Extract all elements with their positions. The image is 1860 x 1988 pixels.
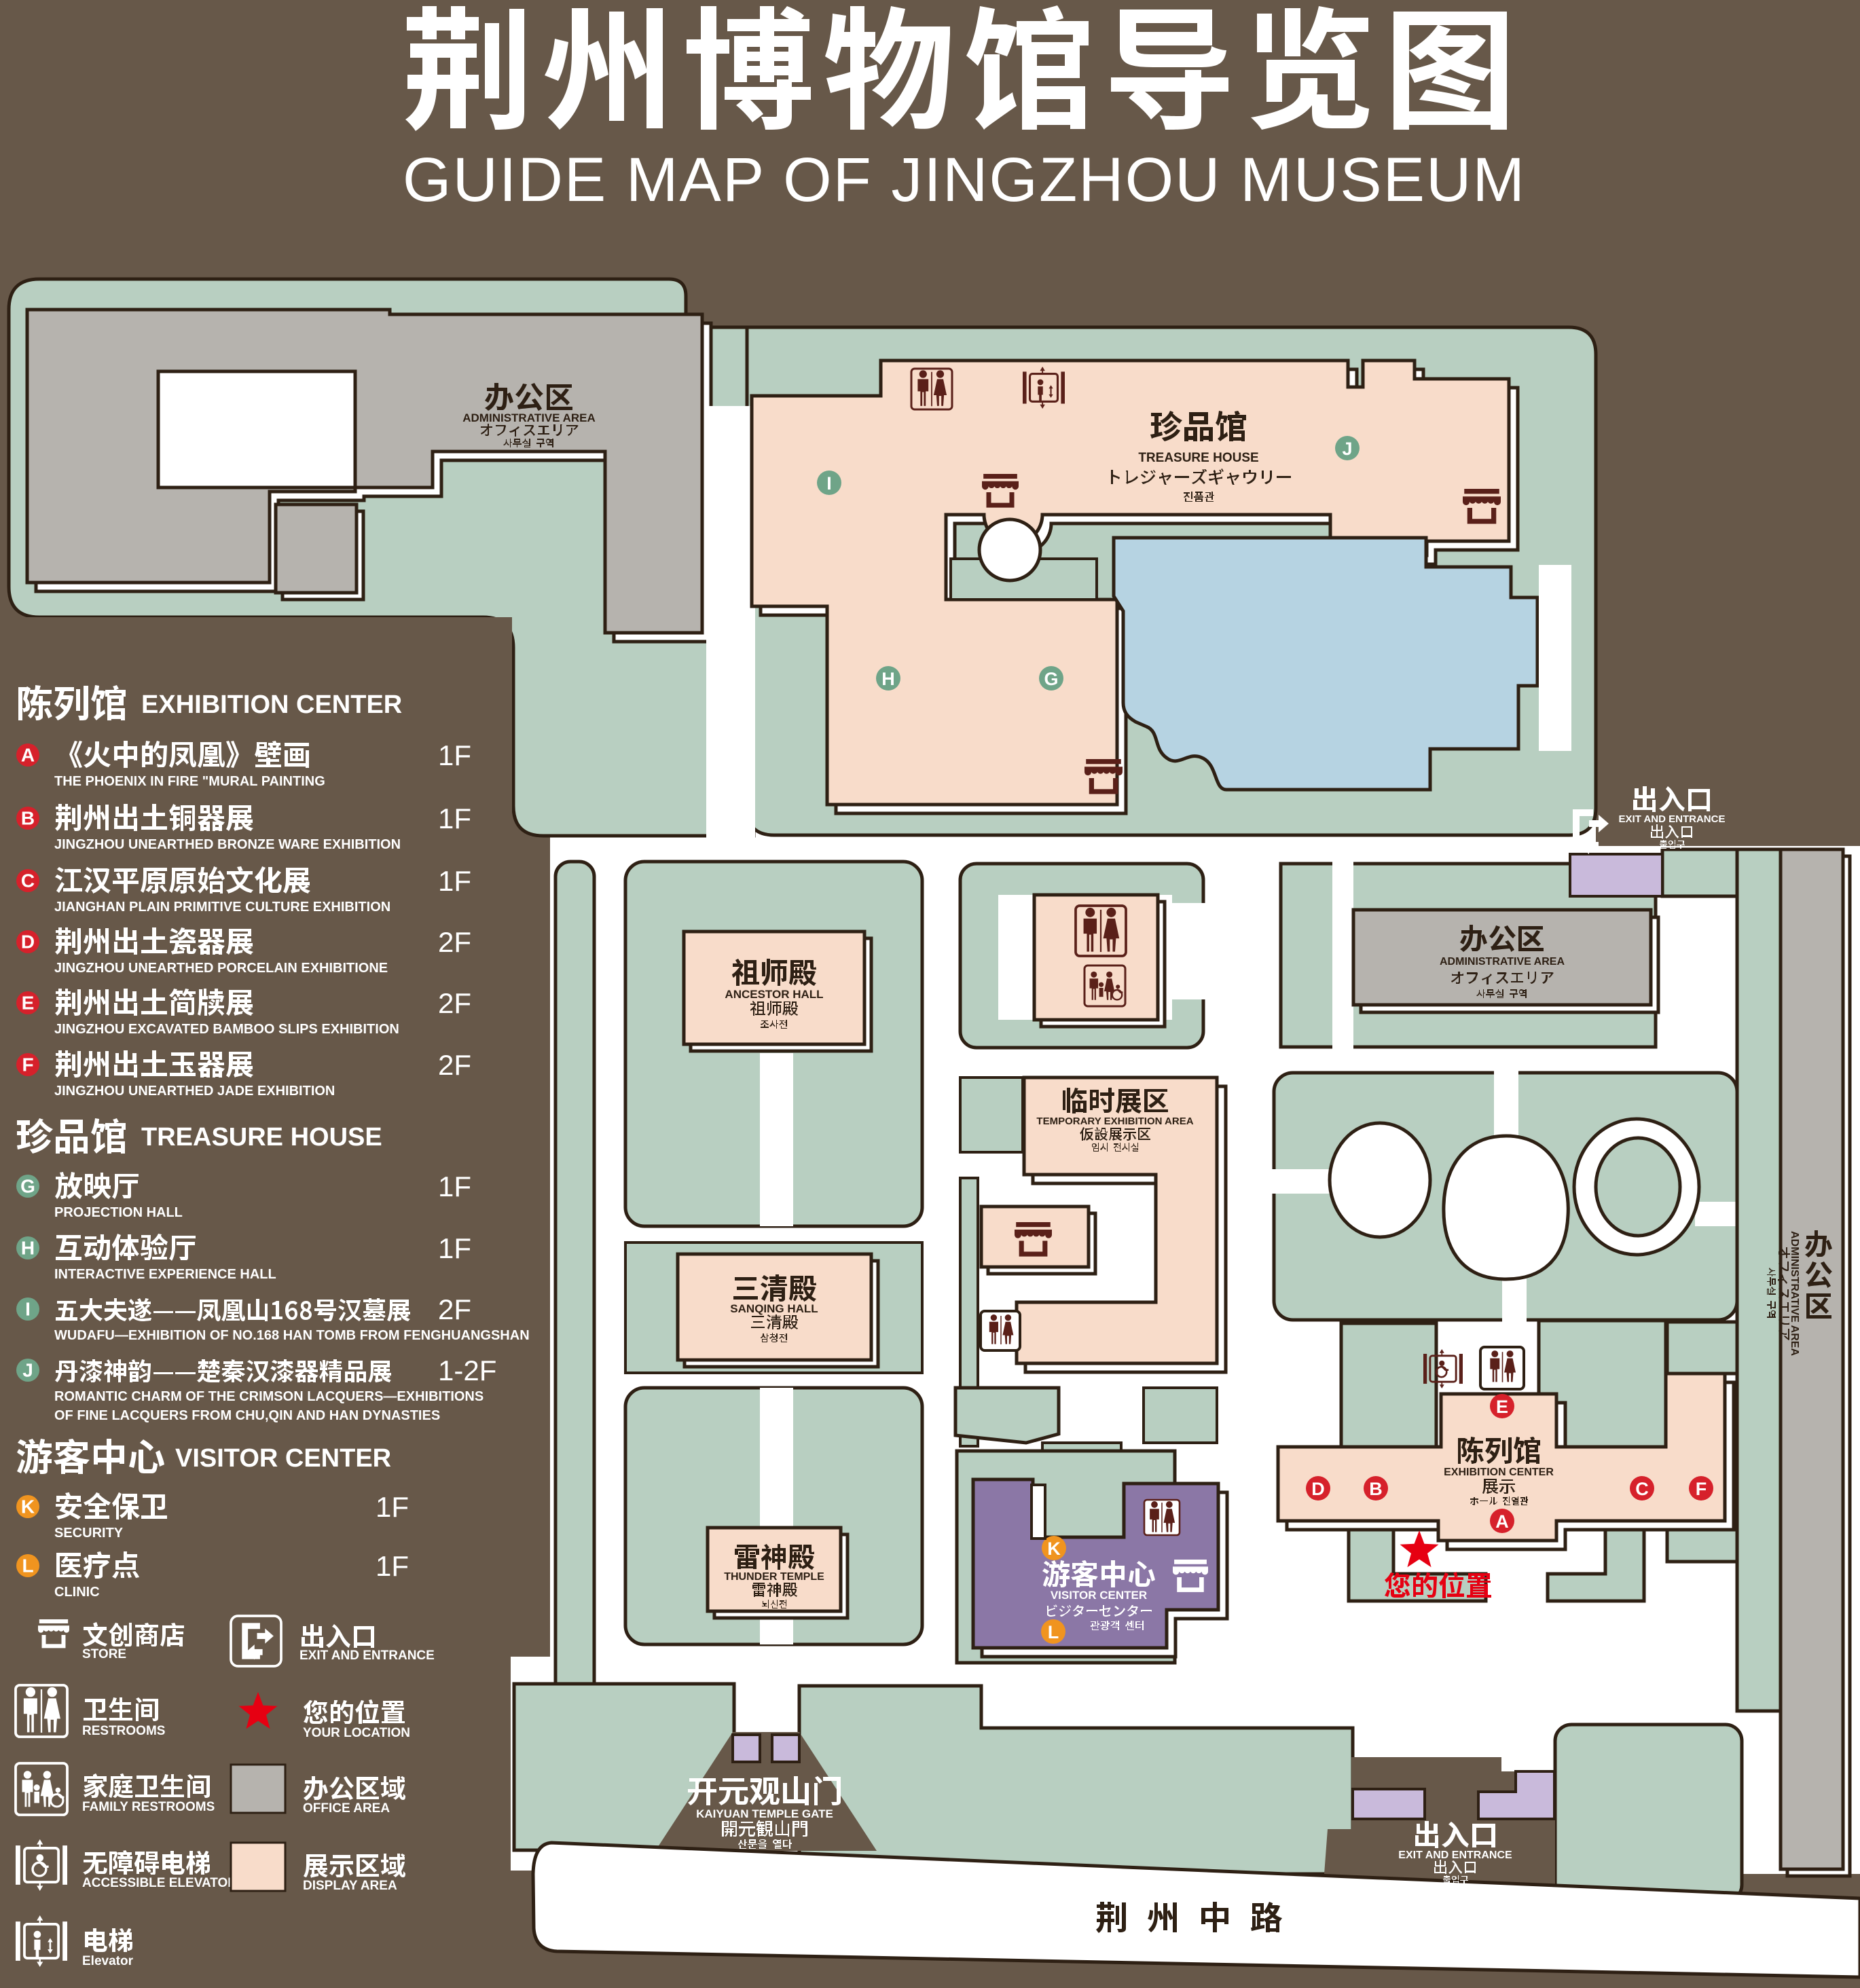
svg-text:1-2F: 1-2F [438,1355,496,1386]
svg-text:TREASURE HOUSE: TREASURE HOUSE [141,1123,382,1152]
svg-text:WUDAFU—EXHIBITION OF NO.168 HA: WUDAFU—EXHIBITION OF NO.168 HAN TOMB FRO… [54,1328,530,1343]
svg-text:KAIYUAN TEMPLE GATE: KAIYUAN TEMPLE GATE [696,1807,833,1820]
svg-text:SANQING HALL: SANQING HALL [730,1302,818,1315]
svg-text:C: C [1635,1479,1649,1499]
svg-text:I: I [826,473,832,494]
svg-text:1F: 1F [438,1171,471,1202]
svg-text:EXIT AND ENTRANCE: EXIT AND ENTRANCE [1398,1849,1512,1861]
svg-text:J: J [1342,439,1352,459]
svg-text:E: E [22,992,35,1013]
svg-text:ADMINISTRATIVE AREA: ADMINISTRATIVE AREA [1440,956,1565,968]
svg-text:B: B [21,807,35,828]
svg-text:H: H [21,1237,35,1258]
svg-text:F: F [22,1054,33,1075]
svg-text:JINGZHOU UNEARTHED JADE EXHIBI: JINGZHOU UNEARTHED JADE EXHIBITION [54,1084,335,1099]
svg-text:2F: 2F [438,987,471,1019]
svg-text:Elevator: Elevator [82,1954,134,1968]
svg-text:ROMANTIC CHARM OF THE CRIMSON: ROMANTIC CHARM OF THE CRIMSON LACQUERS—E… [54,1389,484,1404]
svg-text:E: E [1496,1397,1508,1417]
svg-text:K: K [21,1496,35,1517]
svg-text:OFFICE AREA: OFFICE AREA [303,1801,390,1816]
svg-text:ANCESTOR HALL: ANCESTOR HALL [725,988,823,1001]
svg-text:SECURITY: SECURITY [54,1526,124,1541]
svg-text:CLINIC: CLINIC [54,1585,100,1600]
svg-text:2F: 2F [438,1293,471,1325]
svg-text:FAMILY RESTROOMS: FAMILY RESTROOMS [82,1800,215,1814]
svg-text:G: G [20,1175,35,1196]
svg-text:A: A [21,744,35,765]
svg-text:YOUR LOCATION: YOUR LOCATION [303,1726,410,1740]
svg-text:EXIT AND ENTRANCE: EXIT AND ENTRANCE [1619,813,1726,825]
svg-text:I: I [25,1298,31,1319]
svg-text:B: B [1369,1479,1383,1499]
svg-text:INTERACTIVE EXPERIENCE HALL: INTERACTIVE EXPERIENCE HALL [54,1267,276,1282]
svg-text:JINGZHOU UNEARTHED PORCELAIN E: JINGZHOU UNEARTHED PORCELAIN EXHIBITIONE [54,961,388,976]
svg-text:L: L [1048,1622,1059,1642]
svg-text:L: L [22,1555,33,1576]
svg-text:TREASURE HOUSE: TREASURE HOUSE [1138,451,1258,465]
svg-text:EXHIBITION CENTER: EXHIBITION CENTER [1444,1467,1554,1478]
svg-text:TEMPORARY EXHIBITION AREA: TEMPORARY EXHIBITION AREA [1036,1116,1193,1127]
svg-text:ADMINISTRATIVE AREA: ADMINISTRATIVE AREA [1789,1231,1800,1356]
svg-text:1F: 1F [376,1491,409,1523]
svg-text:PROJECTION HALL: PROJECTION HALL [54,1205,183,1220]
svg-text:ACCESSIBLE ELEVATOR: ACCESSIBLE ELEVATOR [82,1876,237,1890]
svg-text:JINGZHOU UNEARTHED BRONZE WARE: JINGZHOU UNEARTHED BRONZE WARE EXHIBITIO… [54,837,401,852]
svg-text:EXIT AND ENTRANCE: EXIT AND ENTRANCE [299,1649,435,1663]
svg-text:C: C [21,870,35,891]
svg-text:1F: 1F [438,1232,471,1264]
svg-text:VISITOR CENTER: VISITOR CENTER [175,1444,391,1473]
svg-text:D: D [1311,1479,1325,1499]
svg-text:J: J [22,1359,33,1380]
svg-text:EXHIBITION CENTER: EXHIBITION CENTER [141,691,402,719]
svg-text:DISPLAY AREA: DISPLAY AREA [303,1879,397,1893]
svg-text:H: H [881,669,895,689]
svg-text:1F: 1F [438,865,471,897]
svg-text:THE PHOENIX IN FIRE "MURAL PAI: THE PHOENIX IN FIRE "MURAL PAINTING [54,774,325,789]
svg-text:2F: 2F [438,1049,471,1081]
svg-text:RESTROOMS: RESTROOMS [82,1724,165,1738]
svg-text:VISITOR CENTER: VISITOR CENTER [1051,1589,1147,1602]
svg-text:A: A [1495,1511,1509,1532]
svg-text:GUIDE MAP OF JINGZHOU MUSEUM: GUIDE MAP OF JINGZHOU MUSEUM [403,145,1526,215]
svg-text:K: K [1047,1539,1061,1559]
svg-text:ADMINISTRATIVE AREA: ADMINISTRATIVE AREA [462,411,596,424]
svg-text:D: D [21,931,35,952]
svg-text:JIANGHAN PLAIN PRIMITIVE CULTU: JIANGHAN PLAIN PRIMITIVE CULTURE EXHIBIT… [54,900,390,915]
svg-text:F: F [1696,1479,1707,1499]
svg-text:1F: 1F [376,1550,409,1582]
svg-text:1F: 1F [438,739,471,771]
svg-text:1F: 1F [438,803,471,834]
svg-text:JINGZHOU EXCAVATED BAMBOO SLIP: JINGZHOU EXCAVATED BAMBOO SLIPS EXHIBITI… [54,1022,399,1037]
svg-text:2F: 2F [438,926,471,958]
svg-text:G: G [1044,669,1058,689]
svg-text:OF FINE LACQUERS FROM CHU,QIN: OF FINE LACQUERS FROM CHU,QIN AND HAN DY… [54,1408,440,1423]
svg-text:STORE: STORE [82,1647,126,1661]
svg-text:THUNDER TEMPLE: THUNDER TEMPLE [724,1571,824,1583]
